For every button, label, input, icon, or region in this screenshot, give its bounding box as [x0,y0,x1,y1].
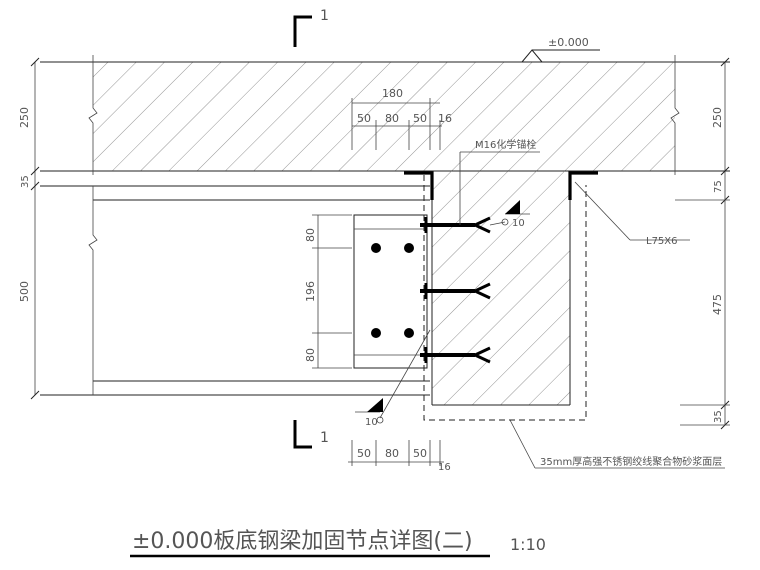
bolt-hole [404,328,414,338]
angle-label: L75X6 [646,236,678,247]
plate-dim-bottom: 80 [304,348,317,362]
right-dim-bottom: 35 [713,410,724,423]
right-dim-slab: 250 [711,107,724,128]
top-dim-seg-4: 16 [438,112,452,125]
plate-dim-top: 80 [304,228,317,242]
elevation-mark: ±0.000 [521,36,600,63]
anchor-bolt-3 [420,346,491,364]
top-dim-seg-2: 80 [385,112,399,125]
mortar-layer-dashed [423,175,587,421]
concrete-slab [40,55,730,175]
anchor-label: M16化学锚栓 [475,138,536,151]
bolt-hole [404,243,414,253]
top-dim-seg-3: 50 [413,112,427,125]
left-dim-beam: 500 [18,281,31,302]
section-marker-top: 1 [293,8,329,47]
left-dim-gap: 35 [20,175,31,188]
top-dim-overall: 180 [382,87,403,100]
right-dim-web: 475 [711,294,724,315]
section-number-bottom: 1 [320,430,329,446]
steel-beam [40,185,430,396]
bottom-dim-seg-4: 16 [438,462,451,473]
plate-dim-middle: 196 [304,281,317,302]
angle-label-group: L75X6 [574,181,690,247]
steel-angle-left [404,171,434,200]
left-dimensions: 250 35 500 [18,57,40,400]
bolt-hole [371,243,381,253]
bottom-dimensions: 50 80 50 16 [348,440,451,473]
section-marker-bottom: 1 [293,420,329,449]
bottom-dim-seg-3: 50 [413,447,427,460]
anchor-bolt-1 [420,216,491,234]
plate-bolt-dimensions: 80 196 80 [304,214,352,369]
drawing-scale: 1:10 [510,535,546,554]
anchor-bolt-2 [420,282,491,300]
weld-size-lower: 10 [365,417,378,428]
concrete-encasement [431,171,571,406]
weld-size-upper: 10 [512,218,525,229]
right-dimensions: 250 75 475 35 [675,57,730,430]
bottom-dim-seg-2: 80 [385,447,399,460]
mortar-note-group: 35mm厚高强不锈钢绞线聚合物砂浆面层 [509,419,725,469]
steel-angle-right [568,171,598,200]
left-dim-slab: 250 [18,107,31,128]
drawing-title-group: ±0.000板底钢梁加固节点详图(二) 1:10 [130,529,546,558]
top-dimensions: 180 50 80 50 16 [351,87,452,150]
bolt-hole [371,328,381,338]
weld-symbol-upper: 10 [489,200,530,229]
drawing-title: ±0.000板底钢梁加固节点详图(二) [132,529,473,554]
anchor-label-group: M16化学锚栓 [459,138,540,225]
top-dim-seg-1: 50 [357,112,371,125]
elevation-label: ±0.000 [548,36,589,49]
section-number-top: 1 [320,8,329,24]
anchor-bolts [420,216,491,364]
right-dim-angle: 75 [713,180,724,193]
weld-symbol-lower: 10 [355,329,431,428]
web-plate [353,214,428,369]
bottom-dim-seg-1: 50 [357,447,371,460]
mortar-note: 35mm厚高强不锈钢绞线聚合物砂浆面层 [540,455,722,468]
